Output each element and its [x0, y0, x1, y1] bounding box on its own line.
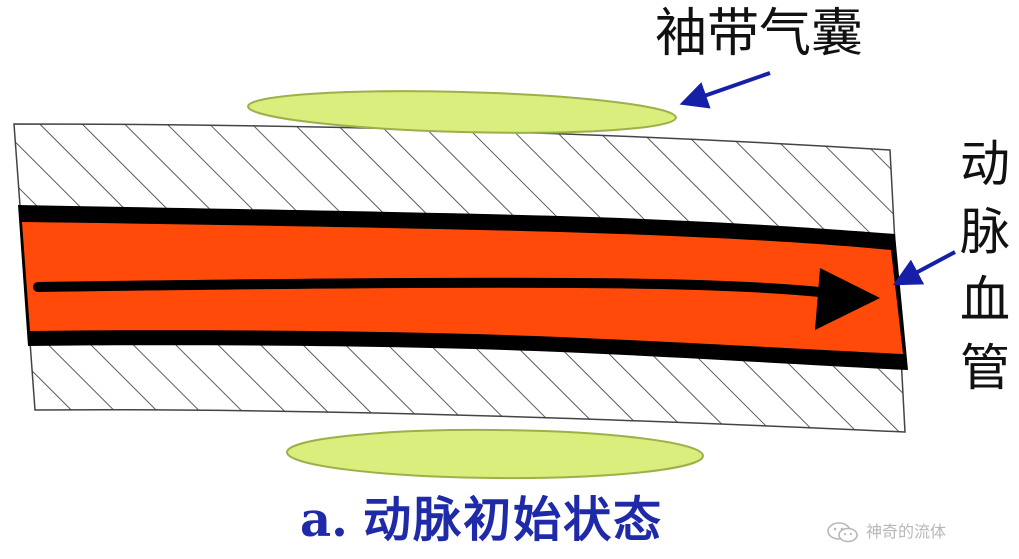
cuff-balloon-top	[247, 90, 677, 134]
wechat-icon	[827, 522, 858, 543]
artery-label-char: 脉	[960, 203, 1010, 261]
artery-pointer-arrow	[892, 250, 956, 286]
cuff-balloon-label: 袖带气囊	[655, 4, 864, 64]
artery-label-char: 血	[960, 271, 1010, 329]
diagram-caption: a. 动脉初始状态	[300, 488, 663, 552]
watermark-text: 神奇的流体	[866, 522, 947, 541]
flow-arrow-line	[33, 277, 850, 300]
artery-label-char: 管	[960, 339, 1010, 397]
watermark: 神奇的流体	[826, 520, 946, 544]
flow-arrow-head	[815, 268, 880, 330]
blood-lumen	[22, 222, 903, 354]
caption-prefix: a.	[300, 492, 348, 548]
caption-text: 动脉初始状态	[363, 492, 664, 548]
artery-label: 动 脉 血 管	[955, 130, 1015, 402]
cuff-pointer-arrow	[679, 71, 771, 109]
artery-label-char: 动	[960, 135, 1010, 193]
cuff-balloon-bottom	[286, 428, 704, 480]
